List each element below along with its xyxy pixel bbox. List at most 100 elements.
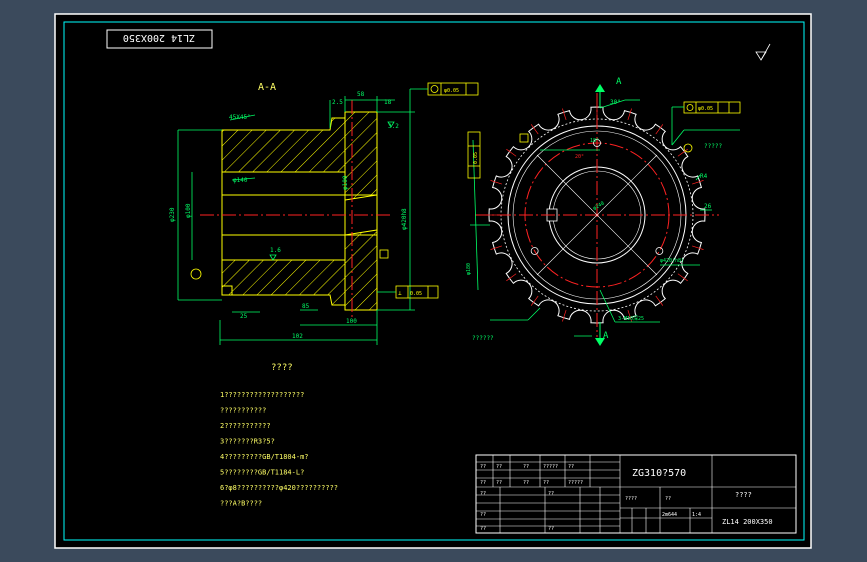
roughness-symbol-top bbox=[387, 121, 395, 128]
roughness-top: 3.2 bbox=[388, 123, 399, 130]
title-cell: ?? bbox=[496, 464, 502, 470]
tooth-center-tick bbox=[490, 180, 503, 185]
callout-left: ?????? bbox=[472, 335, 494, 342]
corner-label: ZL14 200X350 bbox=[123, 32, 195, 43]
title-cell: ?? bbox=[480, 526, 486, 532]
note-line: 5????????GB/T1184-L? bbox=[220, 469, 304, 477]
dim-radius: R4 bbox=[700, 173, 708, 180]
view-arrowhead-bottom bbox=[595, 338, 605, 346]
dim-tooth-angle: 20° bbox=[575, 154, 584, 160]
datum-circle-sprocket bbox=[683, 143, 693, 153]
title-cell: ????? bbox=[543, 464, 558, 470]
svg-text:φ0.05: φ0.05 bbox=[444, 88, 459, 94]
keyway bbox=[221, 285, 233, 296]
dim-inner-dia: φ100 bbox=[185, 203, 192, 218]
title-cell: ?? bbox=[523, 464, 529, 470]
svg-text:0.05: 0.05 bbox=[410, 291, 422, 297]
tooth-center-tick bbox=[506, 148, 517, 157]
dim-angle-small: 18° bbox=[590, 138, 599, 144]
note-line: 2??????????? bbox=[220, 422, 271, 430]
section-view: 45X45° φ140 φ230 φ100 25 102 100 85 2.5 … bbox=[169, 82, 479, 345]
tolerance-frame-bottom: ⊥ 0.05 bbox=[377, 285, 439, 299]
svg-text:⊥: ⊥ bbox=[398, 290, 402, 297]
title-cell: ?? bbox=[480, 480, 486, 486]
roughness-corner-tail bbox=[760, 43, 771, 61]
note-line: 1??????????????????? bbox=[220, 391, 304, 399]
tooth-center-tick bbox=[691, 180, 704, 185]
dim-top-small: 2.5 bbox=[332, 99, 343, 106]
tooth-center-tick bbox=[627, 108, 632, 121]
title-scale-cell: 2m644 bbox=[662, 512, 677, 518]
note-line: 6?φ8??????????φ420?????????? bbox=[220, 484, 338, 492]
tooth-center-tick bbox=[530, 295, 539, 306]
dim-top-right: 18 bbox=[384, 99, 392, 106]
dim-slot: 85 bbox=[302, 303, 310, 310]
note-line: 4?????????GB/T1804-m? bbox=[220, 453, 309, 461]
dim-pitch-dia: φ420h8 bbox=[401, 208, 408, 230]
tooth-center-tick bbox=[627, 309, 632, 322]
title-cell: ?? bbox=[568, 464, 574, 470]
view-arrow-label-bottom: A bbox=[603, 331, 609, 341]
svg-text:φ0.05: φ0.05 bbox=[698, 106, 713, 112]
note-line: ???A?B???? bbox=[220, 500, 262, 508]
dim-outer-dia: φ230 bbox=[169, 207, 176, 222]
dim-bore-top: φ140 bbox=[233, 177, 248, 184]
dim-sprocket-pitch: φ420(h8) bbox=[660, 258, 684, 264]
hub-hatch-bottom bbox=[344, 229, 378, 311]
datum-marker-right bbox=[379, 249, 389, 259]
title-cell: ?? bbox=[548, 526, 554, 532]
title-cell: ????? bbox=[568, 480, 583, 486]
dim-threaded-holes: 3-M10深25 bbox=[618, 315, 644, 322]
tooth-center-tick bbox=[655, 124, 664, 135]
tolerance-frame-top: φ0.05 bbox=[409, 82, 479, 112]
note-line: ??????????? bbox=[220, 407, 266, 415]
dim-tooth-width: 26 bbox=[704, 203, 712, 210]
tolerance-frame-right-top: φ0.05 bbox=[671, 101, 741, 145]
threaded-hole bbox=[593, 139, 601, 147]
tooth-center-tick bbox=[490, 245, 503, 250]
roughness-symbol-mid bbox=[269, 254, 277, 261]
dim-hub-dia: φ100 bbox=[342, 175, 349, 190]
dim-hub-length: 100 bbox=[346, 318, 357, 325]
sprocket-view bbox=[475, 93, 719, 337]
title-cell: ???? bbox=[625, 496, 637, 502]
dim-angle-top: 30° bbox=[610, 99, 621, 106]
title-cell: ?? bbox=[480, 464, 486, 470]
section-label: A-A bbox=[258, 82, 276, 93]
datum-marker-sprocket bbox=[519, 133, 529, 143]
dim-sprocket-bore: φ240 bbox=[592, 201, 605, 212]
corner-label-box bbox=[106, 29, 213, 49]
title-cell: ?? bbox=[480, 512, 486, 518]
tooth-center-tick bbox=[562, 108, 567, 121]
note-line: 3???????R3?5? bbox=[220, 438, 275, 446]
dim-sprocket-left: φ180 bbox=[466, 263, 472, 275]
title-cell: ?? bbox=[496, 480, 502, 486]
title-material: ZG310?570 bbox=[632, 468, 686, 479]
notes-list: 1??????????????????? ??????????? 2???????… bbox=[220, 391, 338, 508]
threaded-hole bbox=[655, 247, 664, 255]
tooth-center-tick bbox=[691, 245, 704, 250]
title-cell: ?? bbox=[548, 491, 554, 497]
title-drawing-no: ZL14 200X350 bbox=[722, 518, 773, 526]
tooth-center-tick bbox=[562, 309, 567, 322]
tooth-center-tick bbox=[677, 273, 688, 282]
tooth-center-tick bbox=[677, 148, 688, 157]
svg-text:0.05: 0.05 bbox=[473, 152, 479, 164]
drawing-sheet bbox=[54, 13, 812, 549]
tooth-center-tick bbox=[530, 124, 539, 135]
title-cell: ?? bbox=[543, 480, 549, 486]
dim-chamfer: 45X45° bbox=[229, 114, 251, 121]
notes-title: ???? bbox=[271, 363, 293, 373]
roughness-mid: 1.6 bbox=[270, 247, 281, 254]
view-arrow-label-top: A bbox=[616, 77, 622, 87]
construction-line bbox=[536, 154, 658, 276]
hub-hatch-top bbox=[344, 111, 378, 201]
view-arrowhead-top bbox=[595, 84, 605, 92]
datum-marker-left bbox=[190, 268, 202, 280]
tooth-center-tick bbox=[506, 273, 517, 282]
drawing-inner-border bbox=[63, 21, 805, 541]
title-cell: ?? bbox=[523, 480, 529, 486]
dim-length-total: 102 bbox=[292, 333, 303, 340]
title-part-name: ???? bbox=[735, 491, 752, 499]
